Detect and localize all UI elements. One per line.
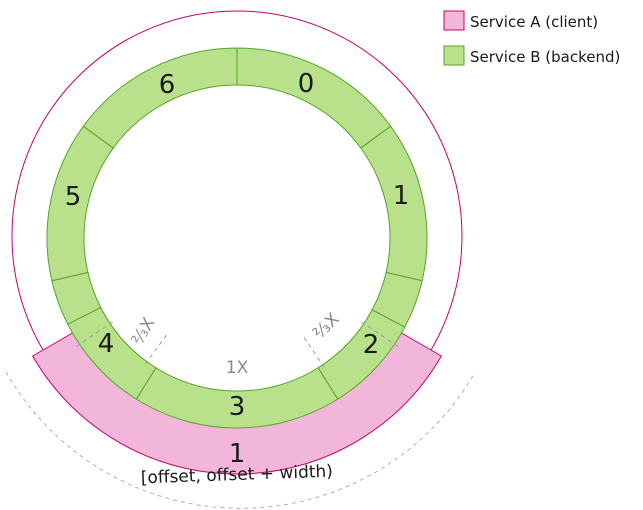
segment-label-1: 1 bbox=[393, 181, 410, 211]
legend-label-client: Service A (client) bbox=[470, 13, 598, 31]
left-split-line bbox=[72, 321, 113, 350]
segment-label-2: 2 bbox=[363, 330, 380, 360]
segment-label-5: 5 bbox=[65, 182, 82, 212]
backend-segment-5 bbox=[46, 125, 114, 282]
legend-label-backend: Service B (backend) bbox=[470, 48, 620, 66]
range-dashed-arc bbox=[5, 371, 475, 509]
legend-swatch-backend bbox=[443, 45, 465, 66]
right-split-line bbox=[361, 321, 402, 350]
segment-label-0: 0 bbox=[298, 69, 315, 99]
legend: Service A (client) Service B (backend) bbox=[443, 10, 620, 66]
segment-label-6: 6 bbox=[159, 70, 176, 100]
right-inner-line bbox=[303, 337, 327, 371]
left-inner-line bbox=[142, 334, 167, 368]
segment-label-4: 4 bbox=[98, 329, 115, 359]
legend-swatch-client bbox=[443, 10, 465, 31]
right-fraction-label: ⅔X bbox=[309, 309, 343, 343]
client-segment-label: 1 bbox=[229, 439, 246, 469]
range-label: [offset, offset + width) bbox=[140, 462, 333, 489]
left-fraction-label: ⅔X bbox=[128, 314, 160, 349]
segment-label-3: 3 bbox=[229, 392, 246, 422]
segment-labels: 6 0 1 2 3 4 5 1 bbox=[65, 69, 410, 469]
backend-ring bbox=[46, 47, 428, 429]
center-fraction-label: 1X bbox=[226, 358, 249, 378]
split-dashed-lines bbox=[72, 321, 402, 371]
